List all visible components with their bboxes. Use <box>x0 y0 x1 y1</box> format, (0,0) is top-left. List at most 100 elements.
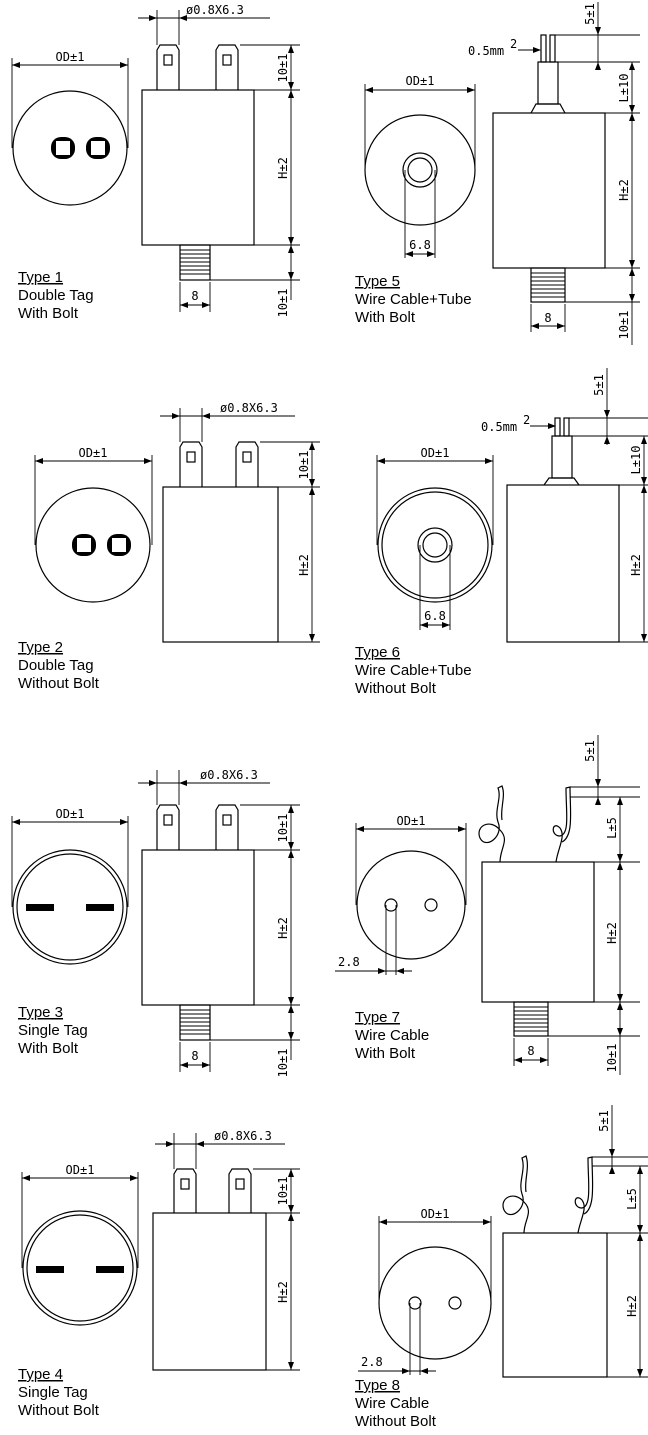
end-view-circle <box>12 90 128 206</box>
bolt-size-label: 8 <box>191 289 198 303</box>
bolt-length-label: 10±1 <box>276 1049 290 1078</box>
type-desc-line1: Single Tag <box>18 1022 88 1039</box>
arrow-icon <box>149 15 157 21</box>
od-label: OD±1 <box>56 807 85 821</box>
pin-height-label: 10±1 <box>276 54 290 83</box>
tag-icon <box>173 1168 197 1213</box>
tag-hole <box>222 54 232 66</box>
od-label: OD±1 <box>397 814 426 828</box>
bolt-icon <box>179 1004 211 1041</box>
tag-hole <box>163 814 173 826</box>
arrow-icon <box>629 268 635 276</box>
arrow-icon <box>288 45 294 53</box>
end-view-circle <box>377 487 493 603</box>
arrow-icon <box>144 458 152 464</box>
arrow-icon <box>641 485 647 493</box>
bolt-length-label: 10±1 <box>276 289 290 318</box>
end-view-circle <box>378 1246 492 1360</box>
capacitor-body <box>481 861 595 1003</box>
tube-size-label: 6.8 <box>424 609 446 623</box>
h-label: H±2 <box>605 922 619 944</box>
arrow-icon <box>288 842 294 850</box>
pitch-label: 2.8 <box>361 1355 383 1369</box>
arrow-icon <box>617 994 623 1002</box>
h-label: H±2 <box>297 554 311 576</box>
tube-icon <box>543 477 580 486</box>
end-view-circle <box>364 114 476 226</box>
type-desc-line2: Without Bolt <box>355 680 437 697</box>
arrow-icon <box>288 805 294 813</box>
bolt-thread <box>514 1006 548 1032</box>
single-tag-icon <box>26 904 54 911</box>
arrow-icon <box>442 622 450 628</box>
arrow-icon <box>604 410 610 418</box>
arrow-icon <box>365 87 373 93</box>
arrow-icon <box>617 1002 623 1010</box>
arrow-icon <box>629 105 635 113</box>
od-label: OD±1 <box>79 446 108 460</box>
arrow-icon <box>288 237 294 245</box>
single-tag-icon <box>96 1266 124 1273</box>
arrow-icon <box>378 968 386 974</box>
wire-size-sup: 2 <box>523 413 530 427</box>
top-length-label: 5±1 <box>583 740 597 762</box>
wire-hole-icon <box>424 898 438 912</box>
tube-inner-circle <box>407 157 433 183</box>
arrow-icon <box>202 413 210 419</box>
top-length-label: 5±1 <box>583 3 597 25</box>
arrow-icon <box>595 779 601 787</box>
tube-sleeve <box>537 61 559 105</box>
arrow-icon <box>595 27 601 35</box>
arrow-icon <box>288 1005 294 1013</box>
tag-icon <box>215 44 239 90</box>
arrow-icon <box>405 251 413 257</box>
arrow-icon <box>458 826 466 832</box>
arrow-icon <box>641 477 647 485</box>
arrow-icon <box>629 62 635 70</box>
wire-icon <box>563 417 570 437</box>
type-3-drawing: OD±1 ø0.8X6.3 10±1 H±2 10±1 <box>11 768 300 1078</box>
end-view-rim <box>26 1214 134 1322</box>
tube-size-label: 6.8 <box>409 238 431 252</box>
arrow-icon <box>12 62 20 68</box>
arrow-icon <box>402 1368 410 1374</box>
arrow-icon <box>595 62 601 70</box>
type-desc-line1: Wire Cable <box>355 1027 429 1044</box>
capacitor-body <box>492 112 606 269</box>
arrow-icon <box>420 1368 428 1374</box>
capacitor-body <box>502 1232 608 1378</box>
arrow-icon <box>180 302 188 308</box>
wire-lead-icon <box>574 1156 594 1234</box>
arrow-icon <box>629 113 635 121</box>
type-4-drawing: OD±1 ø0.8X6.3 10±1 H±2 Type 4 Single Tag… <box>18 1129 300 1419</box>
od-label: OD±1 <box>406 74 435 88</box>
arrow-icon <box>637 1369 643 1377</box>
arrow-icon <box>595 797 601 805</box>
tag-hole <box>235 1178 245 1190</box>
arrow-icon <box>309 442 315 450</box>
end-view-circle <box>356 850 466 960</box>
tag-size-label: ø0.8X6.3 <box>200 768 258 782</box>
arrow-icon <box>172 413 180 419</box>
arrow-icon <box>548 423 556 429</box>
bolt-length-label: 10±1 <box>605 1044 619 1073</box>
h-label: H±2 <box>276 917 290 939</box>
type-title: Type 8 <box>355 1377 400 1394</box>
arrow-icon <box>130 1175 138 1181</box>
l-label: L±5 <box>605 817 619 839</box>
arrow-icon <box>379 1219 387 1225</box>
arrow-icon <box>288 1205 294 1213</box>
h-label: H±2 <box>629 554 643 576</box>
end-view-circle <box>35 487 151 603</box>
tag-icon <box>179 441 203 487</box>
bolt-icon <box>179 244 211 281</box>
arrow-icon <box>22 1175 30 1181</box>
l-label: L±10 <box>617 74 631 103</box>
tag-hole <box>242 451 252 463</box>
h-label: H±2 <box>625 1295 639 1317</box>
arrow-icon <box>629 260 635 268</box>
capacitor-body <box>141 849 255 1006</box>
type-8-drawing: OD±1 2.8 5±1 L±5 H±2 Type 8 Wire Cable W… <box>355 1105 648 1430</box>
type-6-drawing: OD±1 6.8 0.5mm 2 5±1 L±10 H±2 Ty <box>355 368 648 697</box>
